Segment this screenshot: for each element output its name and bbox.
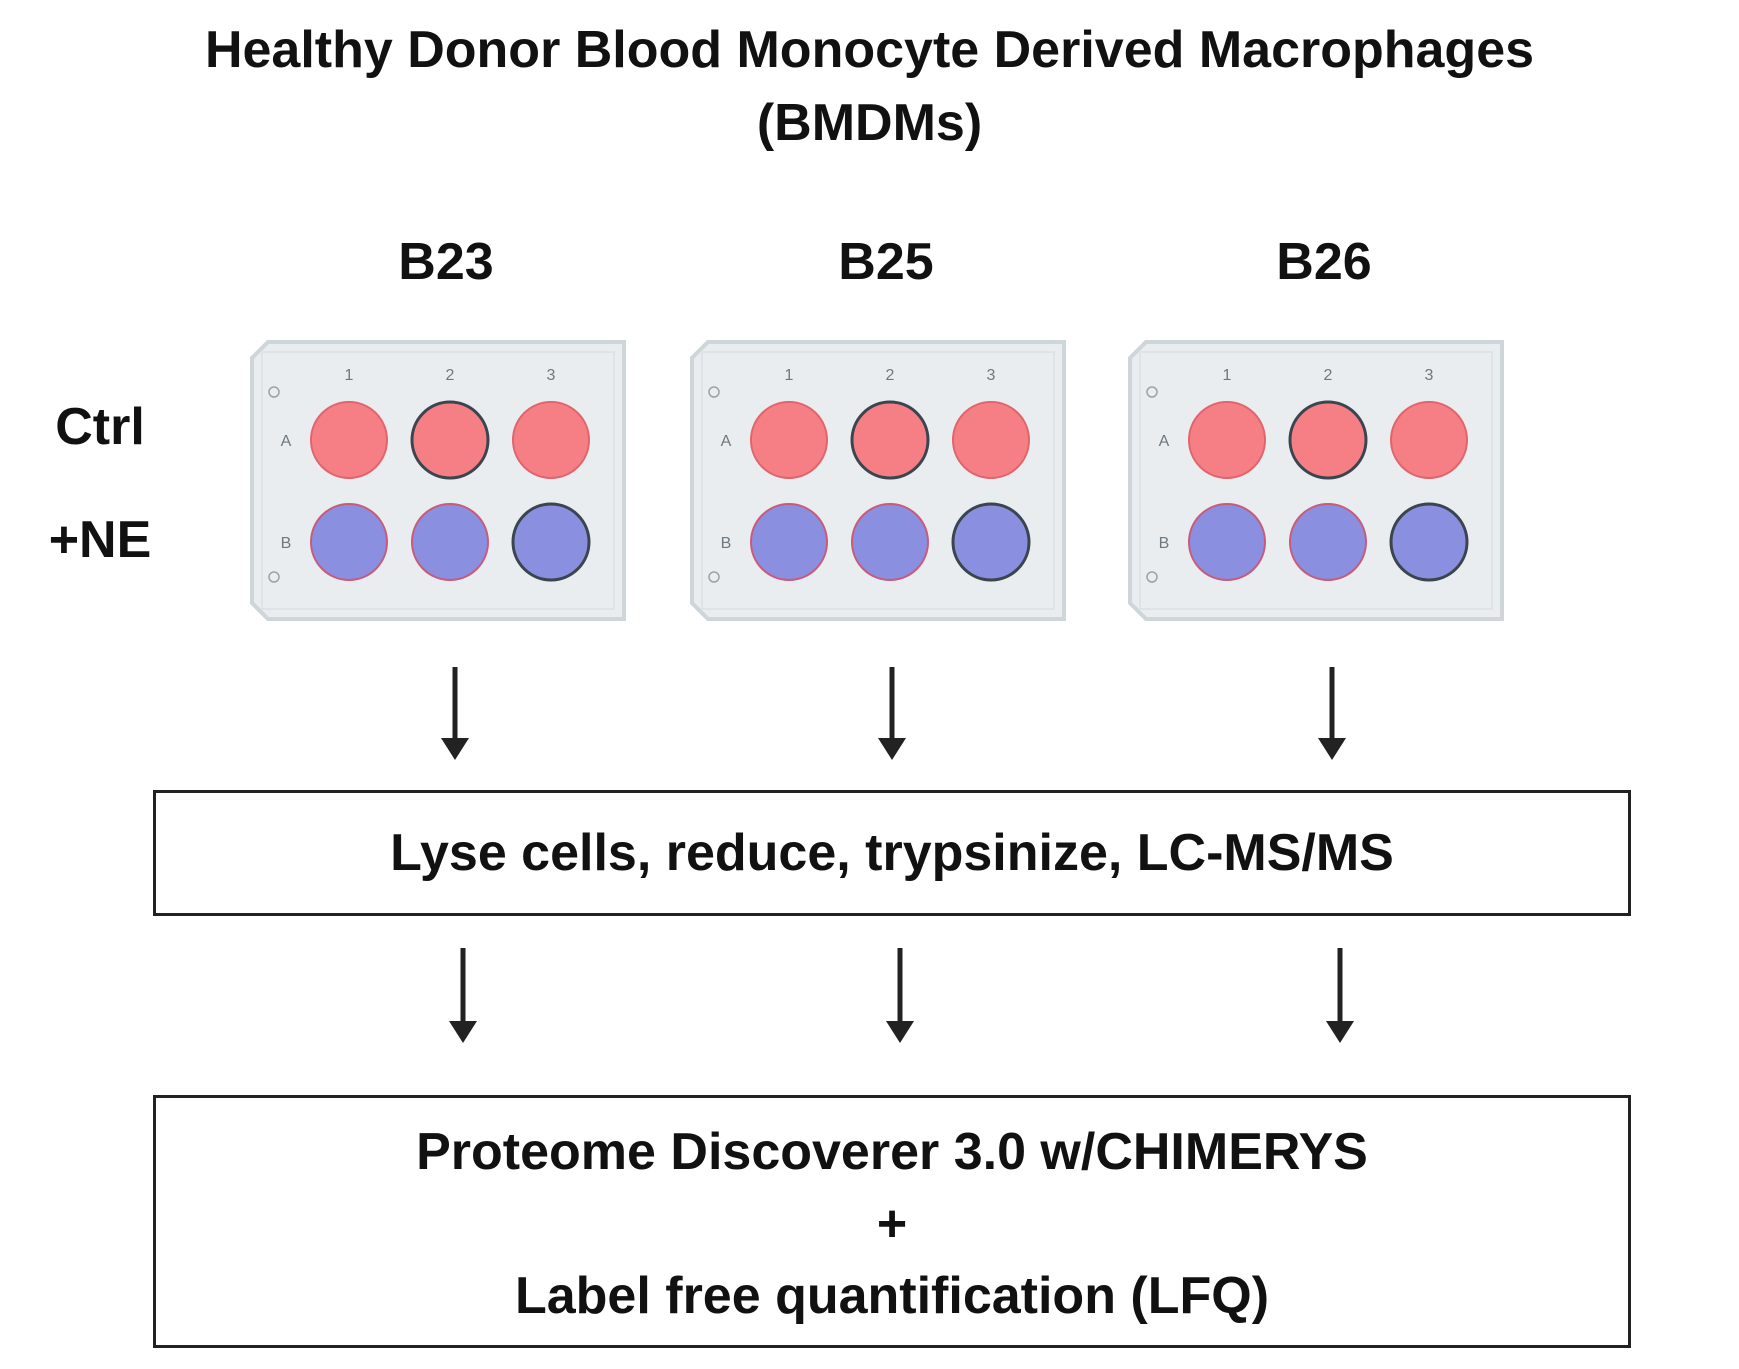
down-arrow-icon bbox=[886, 948, 914, 1043]
ne-well bbox=[310, 503, 388, 581]
ne-well bbox=[1289, 503, 1367, 581]
ctrl-well bbox=[310, 401, 388, 479]
plate-inner-border bbox=[1139, 351, 1493, 610]
plate-column-label: 3 bbox=[987, 367, 996, 384]
ne-well bbox=[1389, 502, 1469, 582]
well-plate-b23: 1 2 3A B bbox=[250, 340, 626, 621]
down-arrow-icon bbox=[449, 948, 477, 1043]
arrow-head bbox=[1326, 1021, 1354, 1043]
ne-well bbox=[851, 503, 929, 581]
well-plate-b25: 1 2 3A B bbox=[690, 340, 1066, 621]
down-arrow-icon bbox=[878, 667, 906, 760]
plate-row-label: B bbox=[721, 535, 732, 552]
plate-corner-mark bbox=[1146, 571, 1158, 583]
ne-well bbox=[411, 503, 489, 581]
donor-label-b25: B25 bbox=[838, 233, 934, 291]
ctrl-well bbox=[410, 400, 490, 480]
plate-inner-border bbox=[261, 351, 615, 610]
ne-well bbox=[951, 502, 1031, 582]
arrow-head bbox=[878, 738, 906, 760]
ne-well bbox=[1188, 503, 1266, 581]
plate-corner-mark bbox=[708, 571, 720, 583]
plate-row-label: A bbox=[1159, 433, 1170, 450]
condition-label-ne: +NE bbox=[48, 511, 152, 569]
processing-step-text: Lyse cells, reduce, trypsinize, LC-MS/MS bbox=[390, 824, 1394, 882]
analysis-step-lfq: Label free quantification (LFQ) bbox=[514, 1267, 1270, 1325]
ctrl-well bbox=[1188, 401, 1266, 479]
diagram-subtitle: (BMDMs) bbox=[756, 94, 983, 152]
donor-label-b23: B23 bbox=[398, 233, 494, 291]
ne-well bbox=[750, 503, 828, 581]
ne-well bbox=[511, 502, 591, 582]
analysis-step-box: Proteome Discoverer 3.0 w/CHIMERYS + Lab… bbox=[153, 1095, 1631, 1348]
ctrl-well bbox=[850, 400, 930, 480]
donor-label-b26: B26 bbox=[1276, 233, 1372, 291]
arrow-head bbox=[441, 738, 469, 760]
plate-inner-border bbox=[701, 351, 1055, 610]
arrow-head bbox=[886, 1021, 914, 1043]
plate-column-label: 3 bbox=[1425, 367, 1434, 384]
processing-step-box: Lyse cells, reduce, trypsinize, LC-MS/MS bbox=[153, 790, 1631, 916]
plate-column-label: 2 bbox=[886, 367, 895, 384]
down-arrow-icon bbox=[1318, 667, 1346, 760]
diagram-title: Healthy Donor Blood Monocyte Derived Mac… bbox=[204, 21, 1535, 79]
plate-column-label: 1 bbox=[345, 367, 354, 384]
plate-column-label: 1 bbox=[1223, 367, 1232, 384]
analysis-step-plus: + bbox=[876, 1195, 908, 1253]
ctrl-well bbox=[1390, 401, 1468, 479]
ctrl-well bbox=[1288, 400, 1368, 480]
down-arrow-icon bbox=[1326, 948, 1354, 1043]
ctrl-well bbox=[952, 401, 1030, 479]
plate-column-label: 2 bbox=[446, 367, 455, 384]
plate-row-label: A bbox=[721, 433, 732, 450]
arrow-head bbox=[449, 1021, 477, 1043]
plate-corner-mark bbox=[1146, 386, 1158, 398]
well-plate-b26: 1 2 3A B bbox=[1128, 340, 1504, 621]
plate-corner-mark bbox=[708, 386, 720, 398]
ctrl-well bbox=[512, 401, 590, 479]
ctrl-well bbox=[750, 401, 828, 479]
plate-row-label: B bbox=[1159, 535, 1170, 552]
condition-label-ctrl: Ctrl bbox=[55, 398, 145, 456]
plate-row-label: A bbox=[281, 433, 292, 450]
plate-corner-mark bbox=[268, 386, 280, 398]
plate-column-label: 2 bbox=[1324, 367, 1333, 384]
down-arrow-icon bbox=[441, 667, 469, 760]
plate-column-label: 3 bbox=[547, 367, 556, 384]
plate-row-label: B bbox=[281, 535, 292, 552]
analysis-step-software: Proteome Discoverer 3.0 w/CHIMERYS bbox=[416, 1123, 1368, 1181]
plate-corner-mark bbox=[268, 571, 280, 583]
arrow-head bbox=[1318, 738, 1346, 760]
plate-column-label: 1 bbox=[785, 367, 794, 384]
